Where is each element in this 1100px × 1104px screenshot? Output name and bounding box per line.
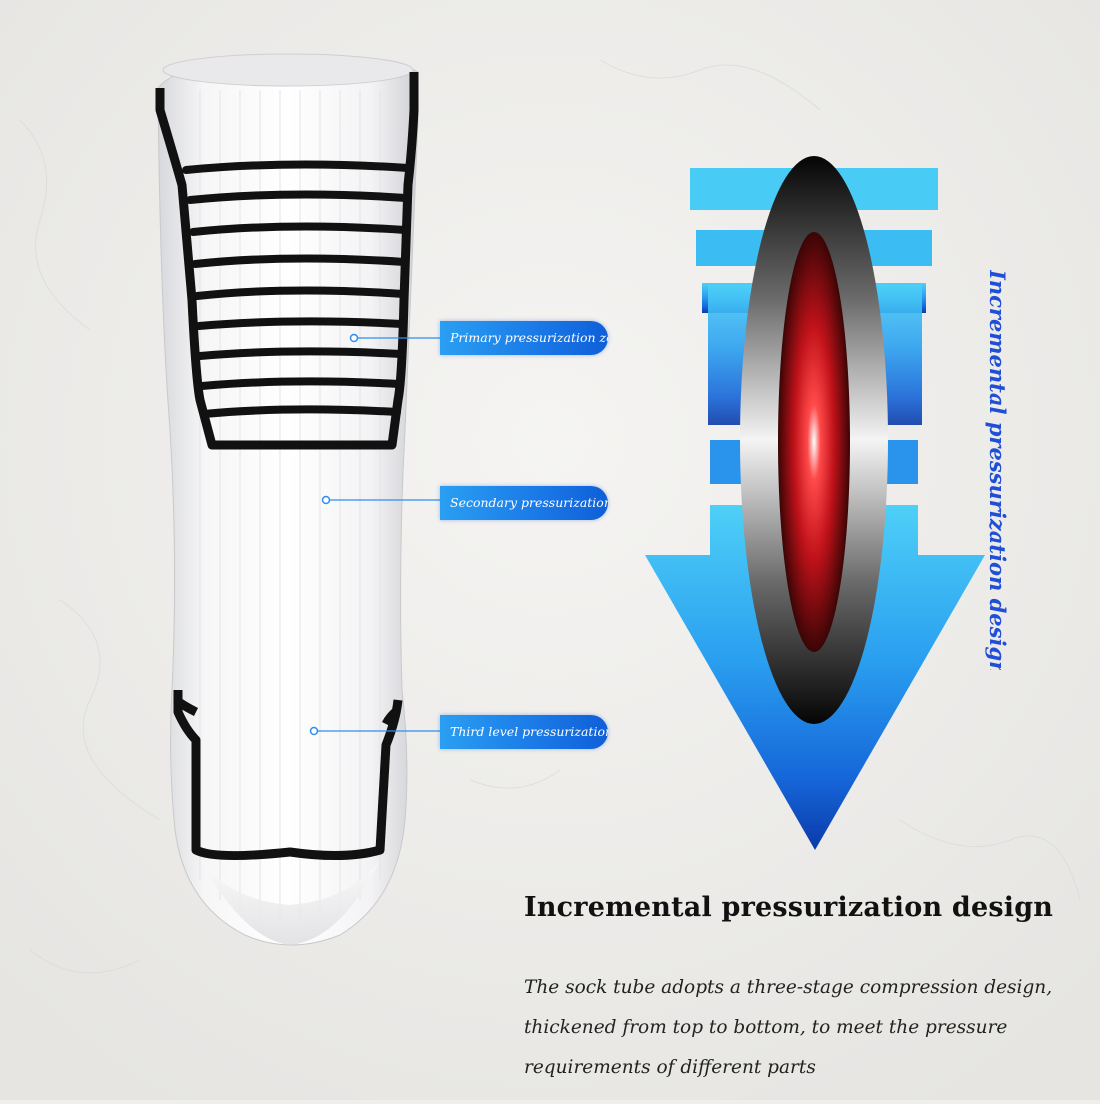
- description-line: requirements of different parts: [524, 1057, 816, 1078]
- description: The sock tube adopts a three-stage compr…: [524, 968, 1084, 1088]
- pressure-arrow-graphic: [630, 150, 1000, 870]
- callout-leaders: [316, 337, 440, 732]
- pressure-gradient-ellipse-icon: [778, 232, 850, 652]
- callout-third-zone: Third level pressurization zone: [440, 715, 608, 749]
- sock-illustration: Primary pressurization zone Secondary pr…: [155, 53, 608, 946]
- callout-third-label: Third level pressurization zone: [450, 724, 608, 739]
- sock-icon: [155, 53, 440, 946]
- downward-pressure-arrow-icon: [645, 156, 985, 850]
- callout-secondary-label: Secondary pressurization zone: [450, 495, 608, 510]
- side-title: Incremental pressurization design: [975, 269, 1045, 676]
- description-line: The sock tube adopts a three-stage compr…: [524, 977, 1053, 998]
- description-line: thickened from top to bottom, to meet th…: [524, 1017, 1008, 1038]
- main-title: Incremental pressurization design: [524, 892, 1054, 923]
- callout-secondary-zone: Secondary pressurization zone: [440, 486, 608, 520]
- callout-primary-zone: Primary pressurization zone: [440, 321, 608, 355]
- side-title-text: Incremental pressurization design: [985, 270, 1010, 670]
- callout-primary-label: Primary pressurization zone: [450, 330, 608, 345]
